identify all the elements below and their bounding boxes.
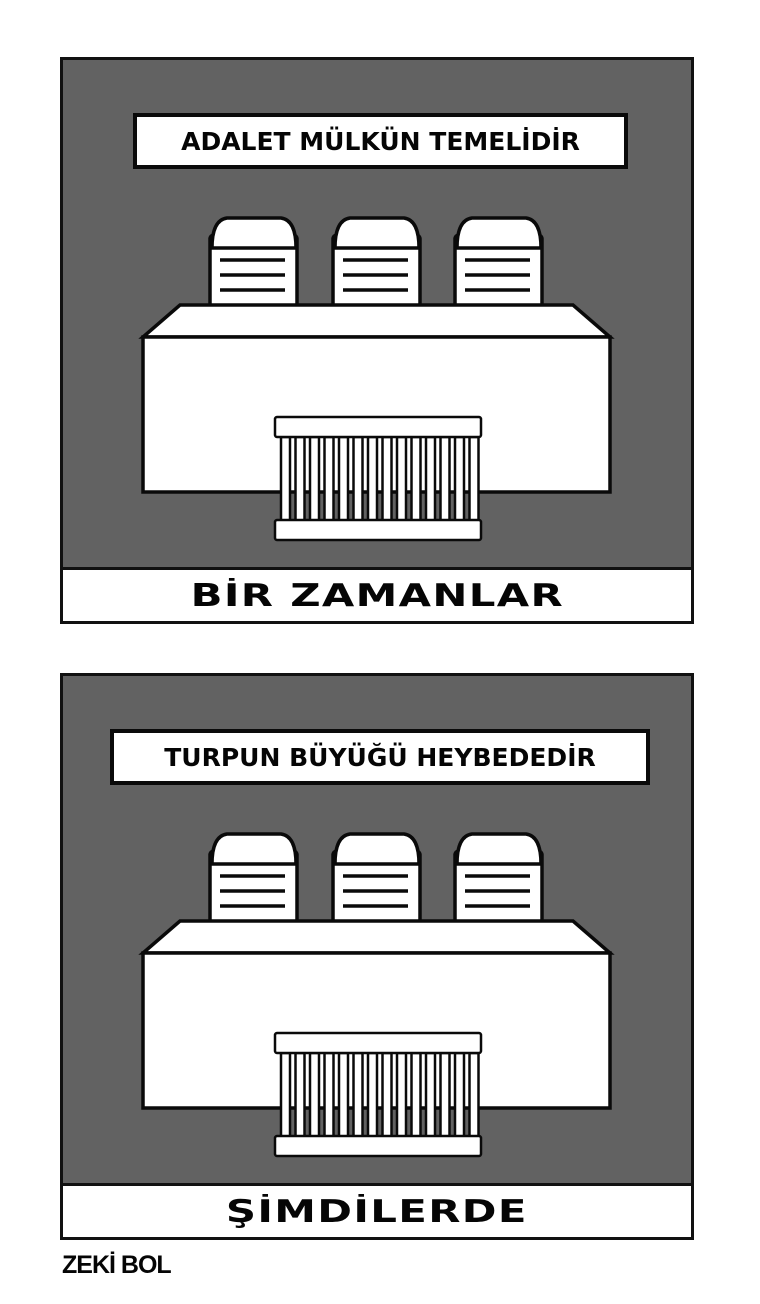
judge-chair-icon: [453, 832, 544, 933]
panel-caption: BİR ZAMANLAR: [60, 570, 694, 624]
comic-panel-before: ADALET MÜLKÜN TEMELİDİR BİR ZAMANLAR: [60, 57, 694, 624]
caption-text: BİR ZAMANLAR: [190, 577, 564, 614]
panel-caption: ŞİMDİLERDE: [60, 1186, 694, 1240]
courtroom-scene: TURPUN BÜYÜĞÜ HEYBEDEDİR: [60, 673, 694, 1186]
artist-signature: ZEKİ BOL: [62, 1251, 172, 1279]
judge-chair-icon: [331, 832, 422, 933]
judge-chair-icon: [208, 832, 299, 933]
courtroom-scene: ADALET MÜLKÜN TEMELİDİR: [60, 57, 694, 570]
caption-text: ŞİMDİLERDE: [226, 1193, 528, 1230]
comic-panel-after: TURPUN BÜYÜĞÜ HEYBEDEDİR ŞİMDİLERDE: [60, 673, 694, 1240]
judge-chair-icon: [331, 216, 422, 317]
motto-text: TURPUN BÜYÜĞÜ HEYBEDEDİR: [164, 742, 596, 772]
railing-icon: [273, 415, 483, 542]
judge-chair-icon: [208, 216, 299, 317]
courtroom-illustration: [138, 216, 615, 542]
courtroom-motto-sign: ADALET MÜLKÜN TEMELİDİR: [133, 113, 628, 169]
courtroom-motto-sign: TURPUN BÜYÜĞÜ HEYBEDEDİR: [110, 729, 650, 785]
motto-text: ADALET MÜLKÜN TEMELİDİR: [181, 126, 580, 156]
courtroom-illustration: [138, 832, 615, 1158]
railing-icon: [273, 1031, 483, 1158]
judge-chair-icon: [453, 216, 544, 317]
